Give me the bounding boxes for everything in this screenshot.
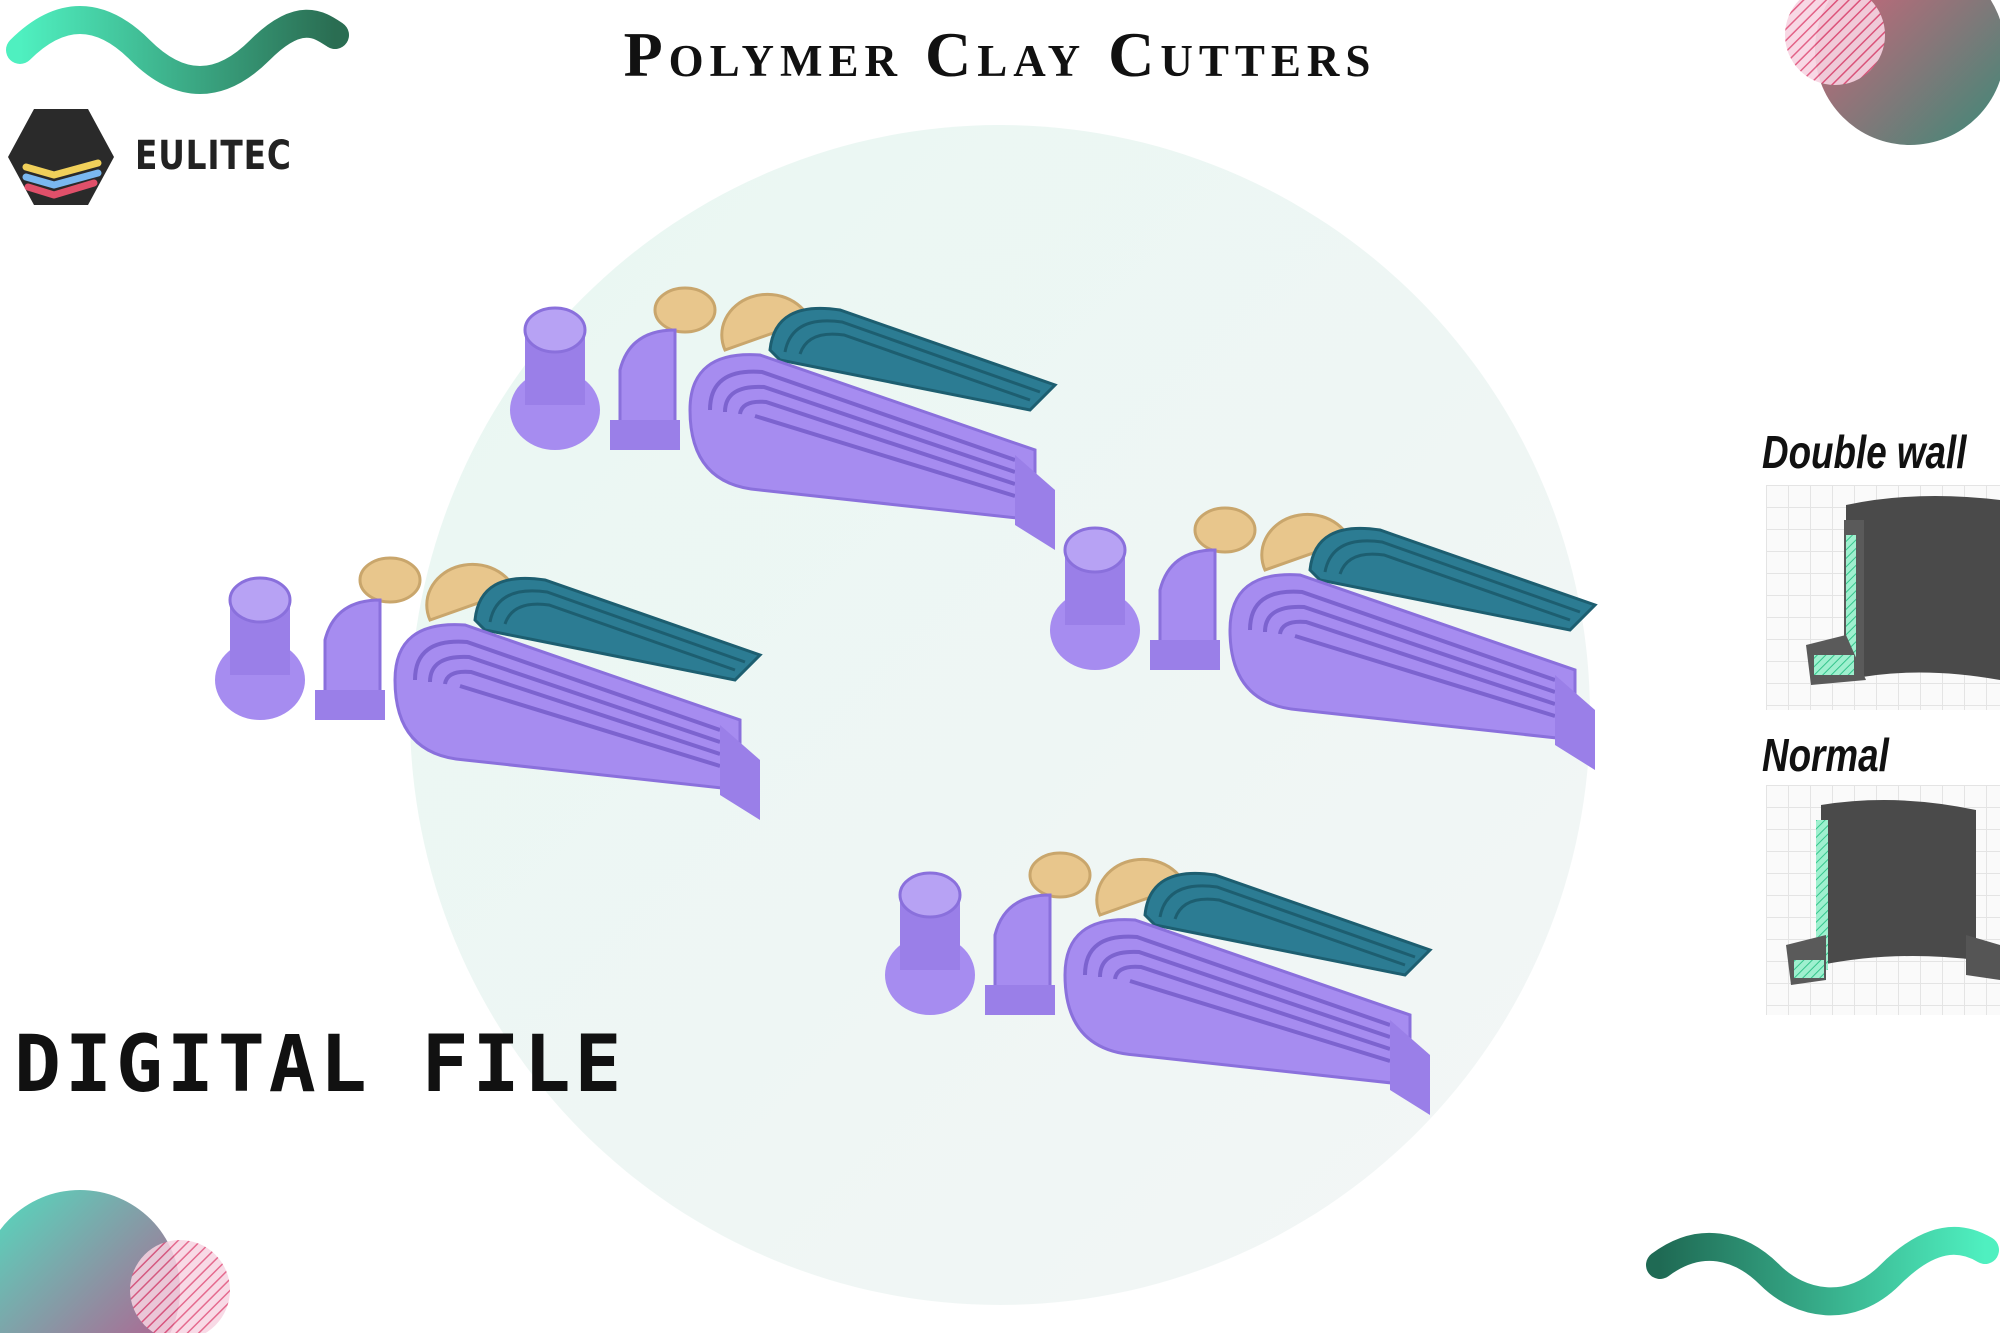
wave-decoration-top-left bbox=[6, 6, 349, 94]
blob-decoration-top-right bbox=[1785, 0, 2000, 145]
normal-wall-label: Normal bbox=[1762, 729, 1889, 781]
digital-file-label: DIGITAL FILE bbox=[14, 1020, 626, 1110]
page-title: Polymer Clay Cutters bbox=[623, 19, 1377, 90]
wave-decoration-bottom-right bbox=[1646, 1226, 1999, 1316]
double-wall-label: Double wall bbox=[1762, 426, 1967, 478]
blob-decoration-bottom-left bbox=[0, 1190, 230, 1333]
normal-wall-section-image bbox=[1766, 785, 2000, 1015]
brand-name: EULITEC bbox=[135, 133, 292, 179]
hexagon-logo-icon bbox=[8, 109, 114, 205]
double-wall-section-image bbox=[1766, 485, 2000, 710]
